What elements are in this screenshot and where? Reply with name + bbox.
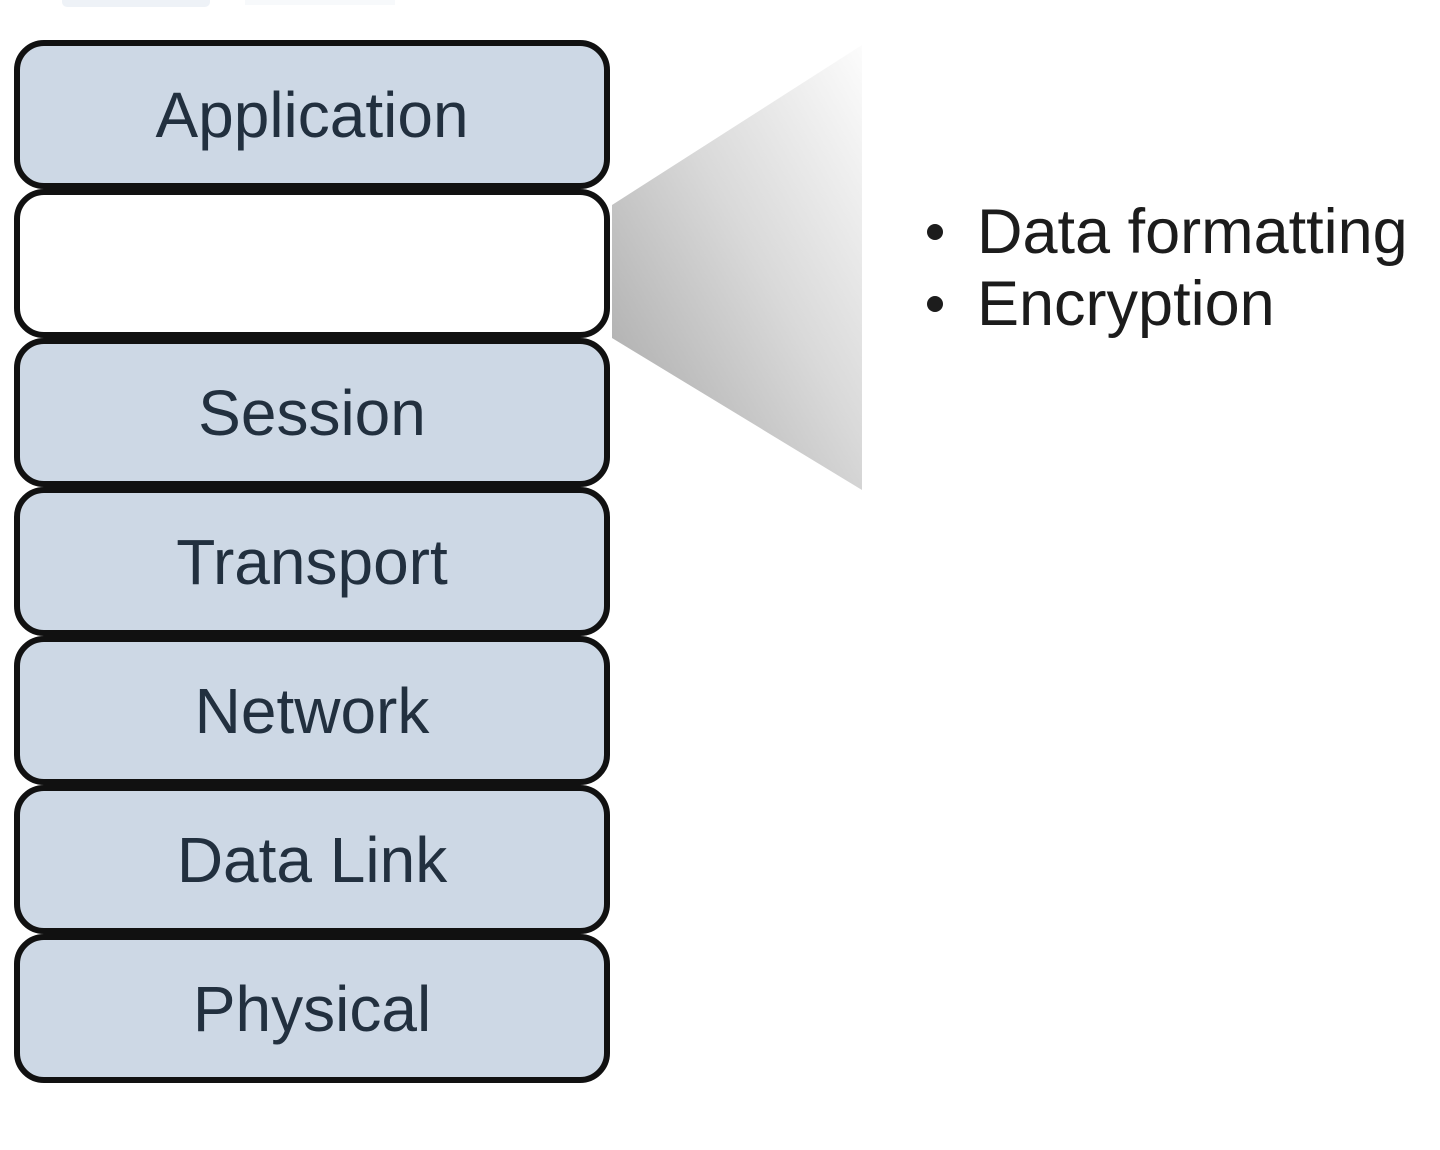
layer-label: Network	[194, 674, 430, 747]
osi-layer-session: Session	[14, 338, 610, 487]
layer-label: Application	[155, 78, 469, 151]
osi-layer-physical: Physical	[14, 934, 610, 1083]
cone-shape	[612, 45, 862, 490]
osi-layer-data-link: Data Link	[14, 785, 610, 934]
bullet-text-encryption: Encryption	[977, 269, 1275, 339]
layer-label: Session	[198, 376, 426, 449]
list-item: Data formatting	[905, 196, 1408, 268]
cropped-box-artifact	[62, 0, 210, 7]
osi-layer-stack: Application Session Transport Network Da…	[14, 40, 610, 1083]
layer-label: Data Link	[176, 823, 448, 896]
layer-label: Transport	[176, 525, 448, 598]
bullet-icon	[927, 296, 943, 312]
callout-cone	[612, 45, 862, 490]
callout-bullet-list: Data formatting Encryption	[905, 196, 1408, 340]
cropped-box-artifact	[245, 0, 395, 5]
osi-layer-transport: Transport	[14, 487, 610, 636]
layer-label: Physical	[192, 972, 432, 1045]
bullet-icon	[927, 224, 943, 240]
bullet-text-data-formatting: Data formatting	[977, 197, 1408, 267]
list-item: Encryption	[905, 268, 1408, 340]
osi-layer-application: Application	[14, 40, 610, 189]
osi-layer-blank	[14, 189, 610, 338]
osi-layer-network: Network	[14, 636, 610, 785]
